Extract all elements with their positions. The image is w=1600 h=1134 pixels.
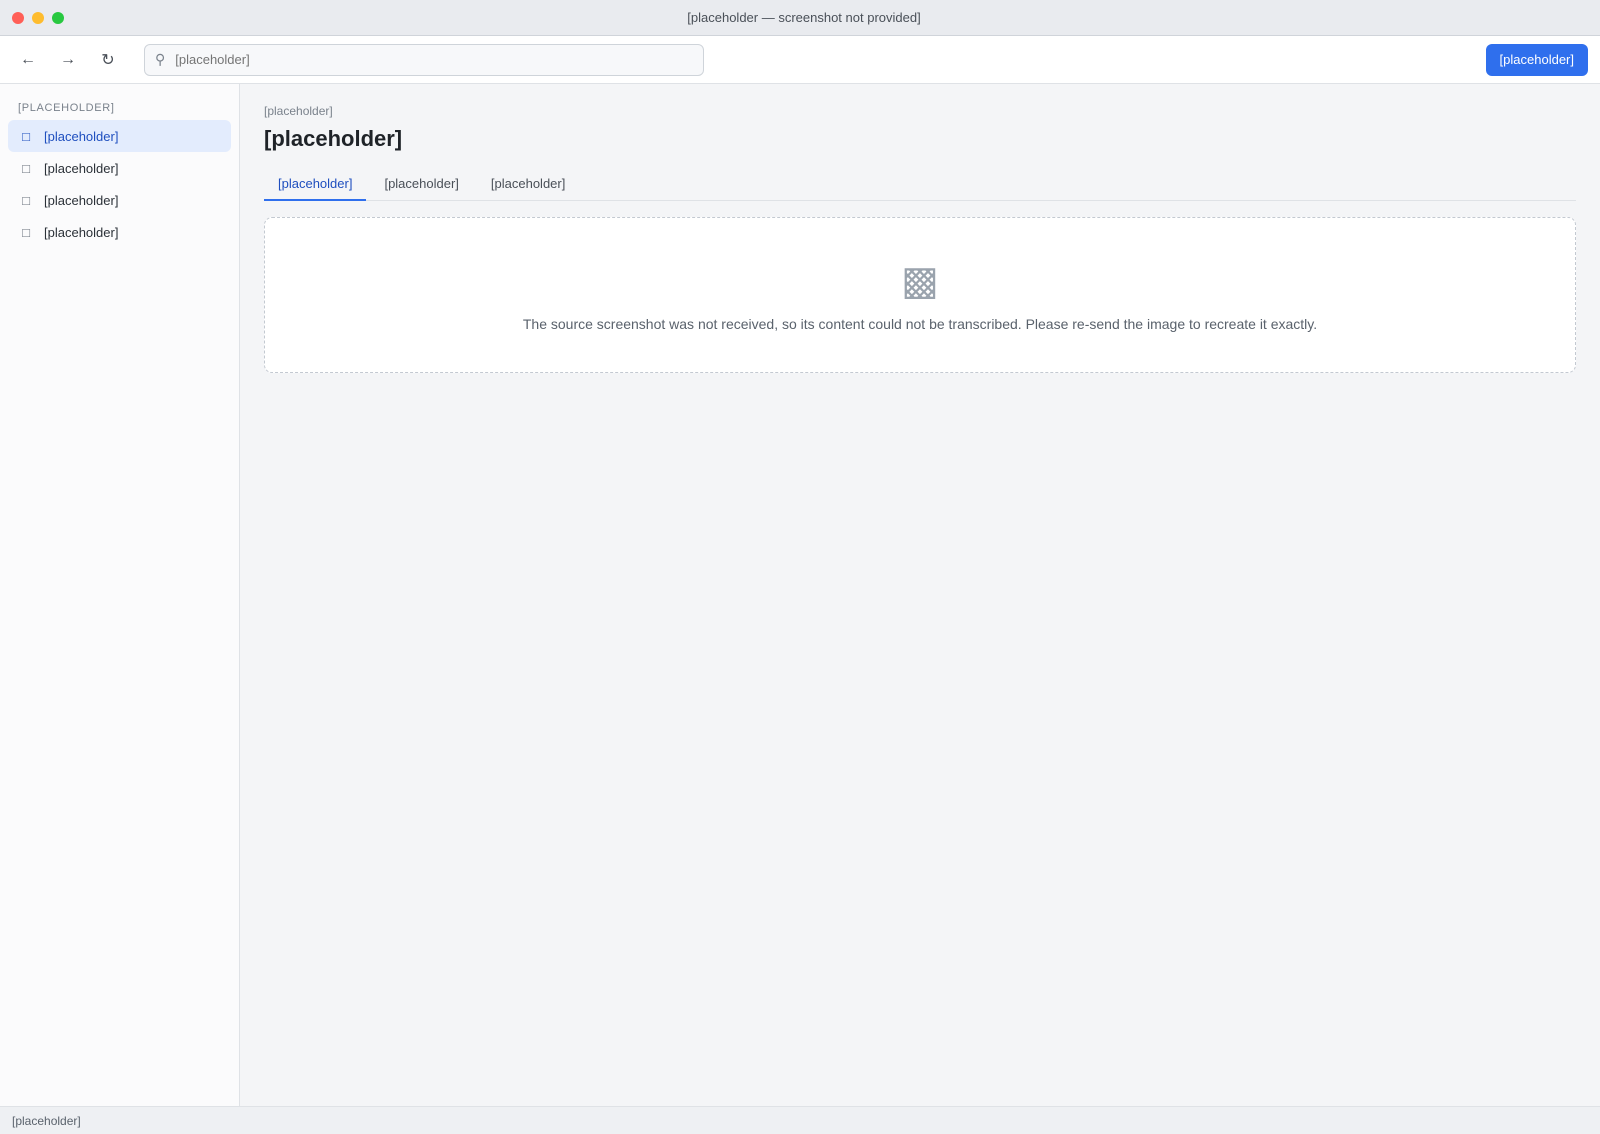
search-box[interactable]: ⚲ [144, 43, 704, 76]
title-bar: [placeholder — screenshot not provided] [0, 0, 1600, 36]
refresh-icon[interactable]: ↻ [101, 51, 115, 69]
sidebar-item-0[interactable]: □ [placeholder] [8, 120, 231, 152]
sidebar-item-label: [placeholder] [44, 192, 119, 208]
breadcrumb: [placeholder] [264, 104, 333, 118]
sidebar-item-2[interactable]: □ [placeholder] [8, 184, 231, 216]
toolbar: ← → ↻ ⚲ [placeholder] [0, 36, 1600, 84]
missing-image-message: The source screenshot was not received, … [522, 316, 1318, 332]
sidebar-item-3[interactable]: □ [placeholder] [8, 216, 231, 248]
tab-bar: [placeholder] [placeholder] [placeholder… [264, 168, 1576, 201]
image-missing-icon: ▩ [901, 259, 939, 303]
main-content: [placeholder] [placeholder] [placeholder… [240, 84, 1600, 1106]
minimize-window-button[interactable] [32, 11, 44, 24]
folder-icon: □ [22, 192, 30, 208]
app-body: [placeholder] □ [placeholder] □ [placeho… [0, 84, 1600, 1106]
back-icon[interactable]: ← [20, 50, 36, 68]
tab-0[interactable]: [placeholder] [264, 168, 367, 201]
primary-action-button[interactable]: [placeholder] [1485, 43, 1588, 76]
search-input[interactable] [173, 51, 693, 68]
page-title: [placeholder] [264, 126, 403, 151]
close-window-button[interactable] [12, 11, 24, 24]
window-title: [placeholder — screenshot not provided] [687, 10, 921, 25]
maximize-window-button[interactable] [52, 11, 64, 24]
sidebar: [placeholder] □ [placeholder] □ [placeho… [0, 84, 240, 1106]
sidebar-heading: [placeholder] [18, 102, 115, 114]
sidebar-item-label: [placeholder] [44, 128, 119, 144]
search-icon: ⚲ [155, 51, 166, 67]
window-controls [12, 11, 64, 24]
status-text: [placeholder] [12, 1113, 81, 1128]
folder-icon: □ [22, 128, 30, 144]
missing-image-notice: ▩ The source screenshot was not received… [264, 217, 1576, 373]
forward-icon[interactable]: → [60, 50, 76, 68]
sidebar-item-label: [placeholder] [44, 224, 119, 240]
status-bar: [placeholder] [0, 1106, 1600, 1134]
folder-icon: □ [22, 224, 30, 240]
sidebar-item-1[interactable]: □ [placeholder] [8, 152, 231, 184]
tab-1[interactable]: [placeholder] [384, 176, 459, 191]
folder-icon: □ [22, 160, 30, 176]
sidebar-item-label: [placeholder] [44, 160, 119, 176]
tab-2[interactable]: [placeholder] [490, 176, 566, 191]
